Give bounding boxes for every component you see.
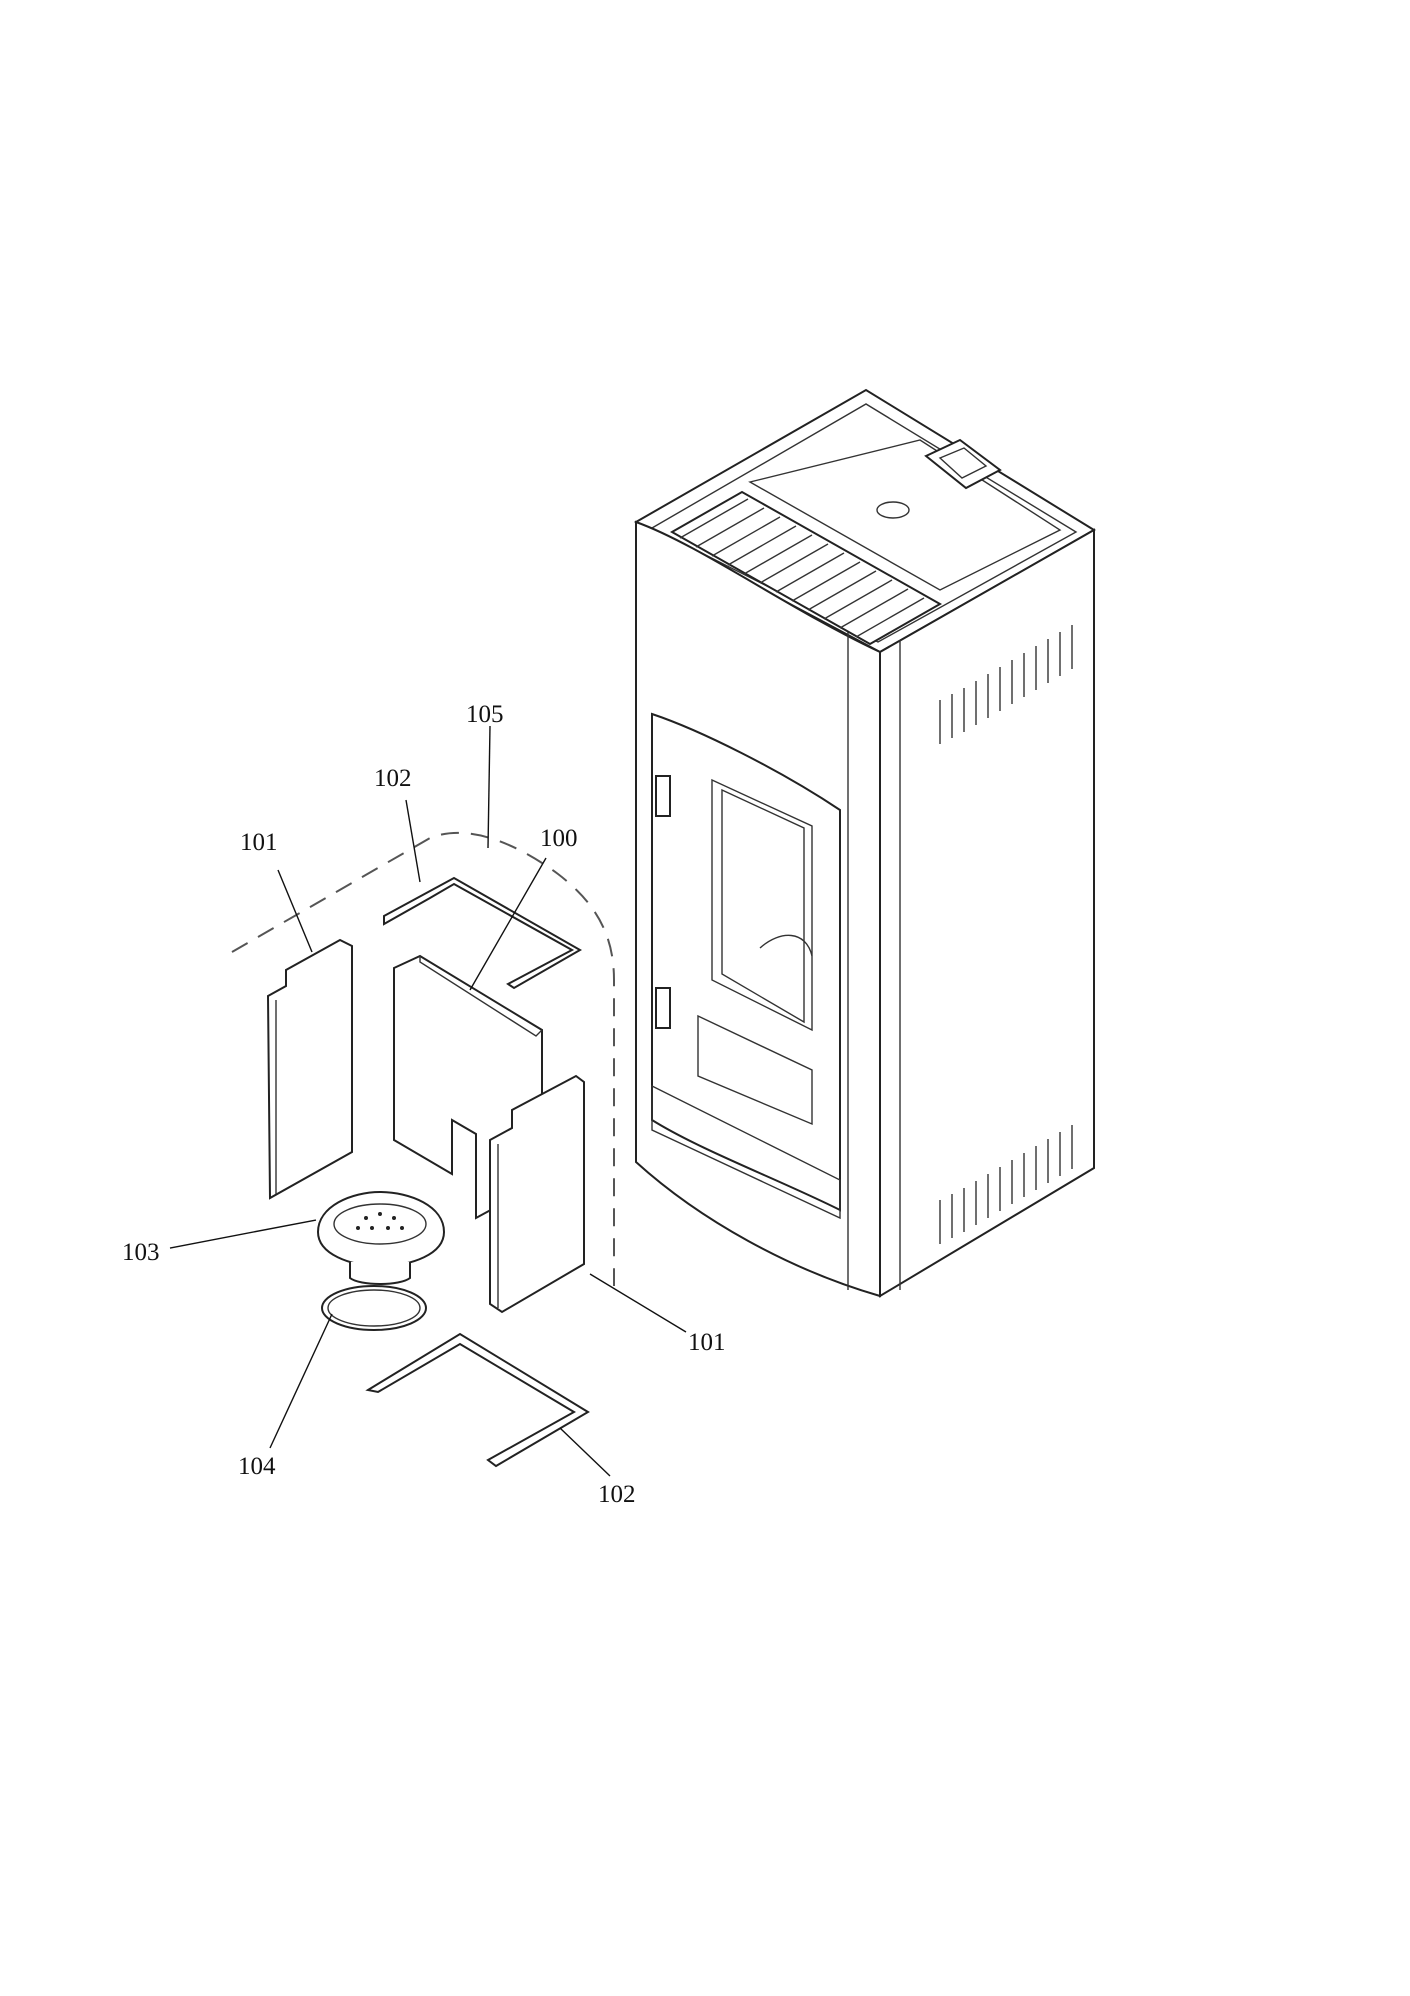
leader-lines bbox=[169, 725, 687, 1477]
label-100: 100 bbox=[540, 825, 578, 852]
label-101-bottom: 101 bbox=[688, 1329, 726, 1356]
side-panel-101-right bbox=[489, 1074, 585, 1314]
top-grille bbox=[669, 490, 943, 646]
pellet-hatch bbox=[924, 438, 1002, 490]
label-104: 104 bbox=[238, 1453, 276, 1480]
label-102-bottom: 102 bbox=[598, 1481, 636, 1508]
label-101-top: 101 bbox=[240, 829, 278, 856]
stove-door bbox=[651, 712, 841, 1220]
side-vents bbox=[939, 625, 1073, 1244]
stove-body bbox=[633, 388, 1096, 1298]
gasket-ring-104 bbox=[321, 1285, 427, 1331]
label-105: 105 bbox=[466, 701, 504, 728]
top-plate-102 bbox=[383, 876, 583, 990]
bottom-plate-102 bbox=[365, 1332, 590, 1468]
side-panel-101-left bbox=[266, 938, 353, 1200]
label-103: 103 bbox=[122, 1239, 160, 1266]
label-102-top: 102 bbox=[374, 765, 412, 792]
envelope-outline-105 bbox=[231, 831, 615, 1286]
burn-pot-103 bbox=[316, 1190, 446, 1285]
